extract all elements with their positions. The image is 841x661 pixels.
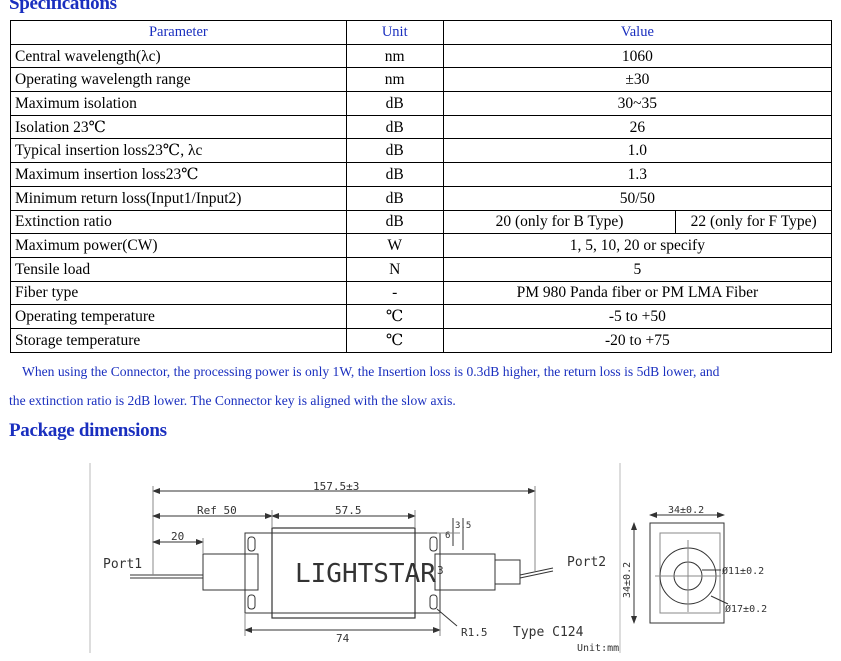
mount-slot [429,594,438,610]
parameter-cell: Maximum insertion loss23℃ [10,162,347,187]
base-plate [244,532,441,614]
value-cell: 30~35 [442,91,833,116]
isolator-body [271,527,416,619]
specifications-table: Parameter Unit Value Central wavelength(… [10,20,833,353]
radius-leader [436,608,458,627]
ref-length-label: Ref 50 [197,504,237,517]
dim-3-label: 3 [437,564,444,577]
base-length-label: 74 [336,632,350,645]
table-row: Extinction ratio dB 20 (only for B Type)… [10,209,832,235]
value-cell: 50/50 [442,185,833,211]
unit-cell: ℃ [345,327,444,353]
mount-slot [247,536,256,552]
unit-cell: dB [345,185,444,211]
right-boot [494,559,521,585]
parameter-cell: Operating wavelength range [10,67,347,93]
table-row: Typical insertion loss23℃, λc dB 1.0 [10,138,833,164]
header-value: Value [442,20,833,45]
parameter-cell: Central wavelength(λc) [10,43,347,69]
fiber-right [519,567,554,576]
dim-6-label: 6 [445,531,450,541]
specifications-heading: Specifications [9,0,117,14]
outer-diameter-label: Ø17±0.2 [725,603,767,615]
unit-cell: - [345,280,444,306]
connector-note-line-2: the extinction ratio is 2dB lower. The C… [9,393,456,408]
side-width-label: 34±0.2 [668,505,704,516]
value-cell: 5 [442,256,833,282]
table-row: Operating temperature ℃ -5 to +50 [10,304,833,329]
table-row: Tensile load N 5 [10,256,833,282]
parameter-cell: Storage temperature [10,327,347,353]
parameter-cell: Fiber type [10,280,347,306]
type-label: Type C124 [513,625,584,640]
mount-slot [247,594,256,610]
unit-label: Unit:mm [577,643,619,654]
unit-cell: dB [345,114,444,140]
side-view-outline [649,522,725,624]
parameter-cell: Extinction ratio [10,209,347,235]
parameter-cell: Typical insertion loss23℃, λc [10,138,347,164]
header-unit: Unit [345,20,444,45]
fiber-right-2 [519,570,554,579]
table-row: Storage temperature ℃ -20 to +75 [10,327,833,353]
unit-cell: dB [345,138,444,164]
table-row: Maximum isolation dB 30~35 [10,91,833,116]
parameter-cell: Operating temperature [10,304,347,329]
unit-cell: nm [345,43,444,69]
parameter-cell: Tensile load [10,256,347,282]
connector-note-line-1: When using the Connector, the processing… [22,364,720,379]
parameter-cell: Maximum power(CW) [10,233,347,258]
overall-length-label: 157.5±3 [313,480,359,493]
radius-label: R1.5 [461,626,488,639]
unit-cell: dB [345,162,444,187]
value-cell: 1.3 [442,162,833,187]
dim-3-5-label: 3.5 [455,521,471,531]
unit-cell: nm [345,67,444,93]
unit-cell: ℃ [345,304,444,329]
package-dimensions-heading: Package dimensions [9,420,167,441]
body-length-label: 57.5 [335,504,362,517]
tube-length-label: 20 [171,530,184,543]
value-cell-b-type: 20 (only for B Type) [442,209,677,235]
unit-cell: dB [345,209,444,235]
value-cell-f-type: 22 (only for F Type) [675,209,832,235]
value-cell: 1060 [442,43,833,69]
side-height-label: 34±0.2 [622,562,633,598]
value-cell: PM 980 Panda fiber or PM LMA Fiber [442,280,833,306]
table-row: Minimum return loss(Input1/Input2) dB 50… [10,185,833,211]
table-row: Maximum insertion loss23℃ dB 1.3 [10,162,833,187]
table-row: Fiber type - PM 980 Panda fiber or PM LM… [10,280,833,306]
unit-cell: N [345,256,444,282]
package-dimension-drawing: 157.5±3 Ref 50 57.5 20 74 3 6 3.5 R1.5 P… [89,463,767,654]
value-cell: -5 to +50 [442,304,833,329]
port1-label: Port1 [103,557,142,572]
parameter-cell: Isolation 23℃ [10,114,347,140]
inner-diameter-label: Ø11±0.2 [722,565,764,577]
brand-label: LIGHTSTAR [295,559,436,589]
value-cell: 26 [442,114,833,140]
left-tube [202,553,259,591]
table-row: Maximum power(CW) W 1, 5, 10, 20 or spec… [10,233,833,258]
unit-cell: W [345,233,444,258]
unit-cell: dB [345,91,444,116]
parameter-cell: Maximum isolation [10,91,347,116]
value-cell: ±30 [442,67,833,93]
value-cell: 1, 5, 10, 20 or specify [442,233,833,258]
header-parameter: Parameter [10,20,347,45]
parameter-cell: Minimum return loss(Input1/Input2) [10,185,347,211]
table-row: Central wavelength(λc) nm 1060 [10,43,833,69]
table-header-row: Parameter Unit Value [10,20,833,45]
value-cell: 1.0 [442,138,833,164]
side-view-inner [659,532,721,614]
table-row: Operating wavelength range nm ±30 [10,67,833,93]
right-tube [434,553,496,591]
mount-slot [429,536,438,552]
table-row: Isolation 23℃ dB 26 [10,114,833,140]
value-cell: -20 to +75 [442,327,833,353]
port2-label: Port2 [567,555,606,570]
dia-leader [710,595,729,605]
